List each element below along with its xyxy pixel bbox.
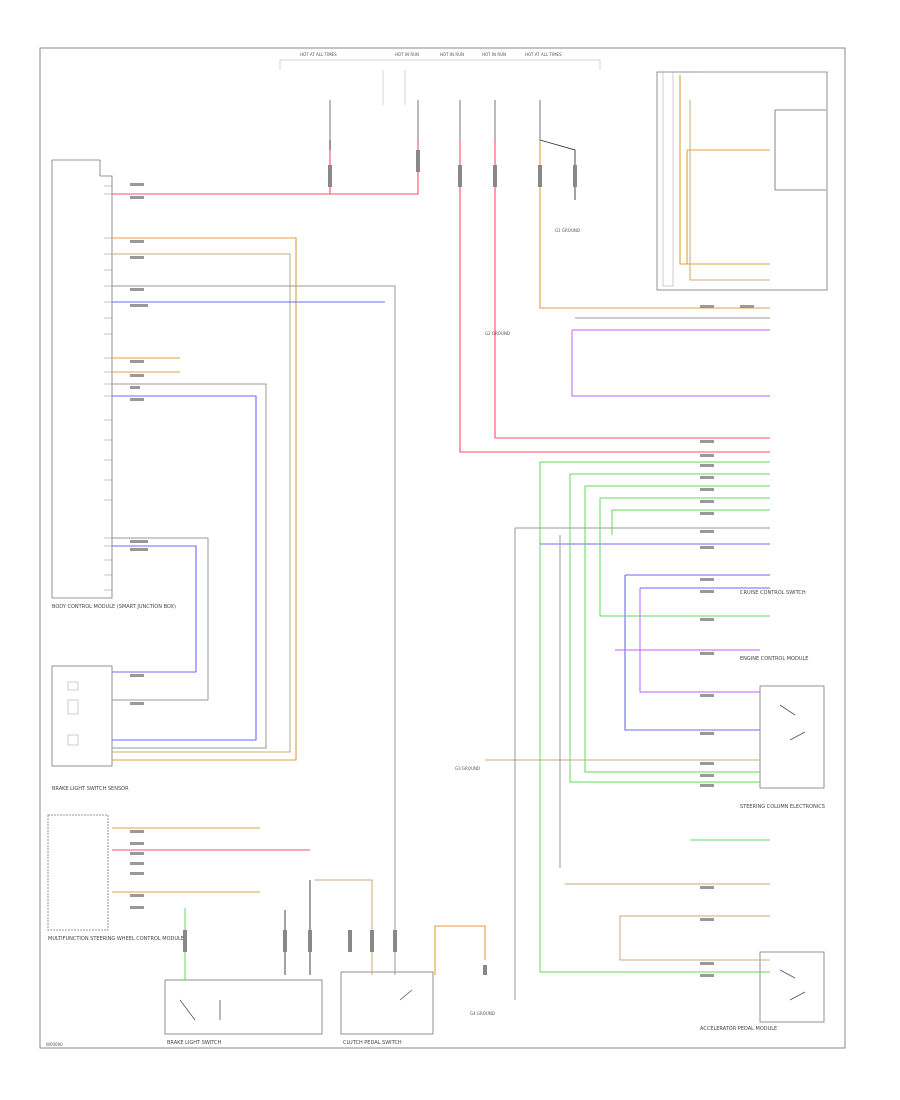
left-pin-ticks — [104, 175, 112, 591]
ground-label-1: G1 GROUND — [555, 228, 580, 233]
fuse-marks — [279, 59, 601, 140]
wire-group-tan — [112, 100, 770, 975]
caption-module-6: CRUISE CONTROL SWITCH — [740, 590, 806, 596]
module-bottom-right — [759, 951, 825, 1023]
fuse-label-5: HOT AT ALL TIMES — [525, 52, 562, 57]
caption-module-4: BRAKE LIGHT SWITCH — [167, 1040, 222, 1046]
connector-blocks — [183, 150, 577, 975]
caption-module-7: ENGINE CONTROL MODULE — [740, 656, 808, 662]
label-marks — [130, 183, 754, 977]
caption-module-9: ACCELERATOR PEDAL MODULE — [700, 1026, 777, 1032]
caption-module-2: BRAKE LIGHT SWITCH SENSOR — [52, 786, 129, 792]
wire-group-black — [284, 139, 576, 975]
module-brake-sensor — [51, 665, 113, 767]
module-body-control — [51, 159, 113, 599]
wire-group-blue — [112, 301, 770, 741]
module-steering-wheel — [47, 814, 109, 931]
fuse-label-1: HOT AT ALL TIMES — [300, 52, 337, 57]
ground-label-3: G3 GROUND — [455, 766, 480, 771]
module-clutch-switch — [759, 685, 825, 789]
footer-code: W00000 — [46, 1042, 63, 1047]
wire-group-orange — [112, 75, 770, 975]
module-top-right — [656, 71, 828, 291]
module-bottom-left — [164, 979, 323, 1035]
wire-group-gray — [112, 71, 826, 1000]
ground-label-2: G2 GROUND — [485, 331, 510, 336]
module-bottom-mid — [340, 971, 434, 1035]
fuse-label-3: HOT IN RUN — [440, 52, 464, 57]
caption-module-5: CLUTCH PEDAL SWITCH — [343, 1040, 402, 1046]
wire-group-red — [112, 140, 770, 851]
fuse-label-4: HOT IN RUN — [482, 52, 506, 57]
fuse-label-2: HOT IN RUN — [395, 52, 419, 57]
caption-module-8: STEERING COLUMN ELECTRONICS — [740, 804, 825, 810]
caption-module-1: BODY CONTROL MODULE (SMART JUNCTION BOX) — [52, 604, 176, 610]
ground-label-4: G4 GROUND — [470, 1011, 495, 1016]
wire-group-green — [184, 461, 770, 980]
wire-group-purple — [571, 329, 770, 693]
caption-module-3: MULTIFUNCTION STEERING WHEEL CONTROL MOD… — [48, 936, 184, 942]
diagram-frame — [39, 47, 846, 1049]
